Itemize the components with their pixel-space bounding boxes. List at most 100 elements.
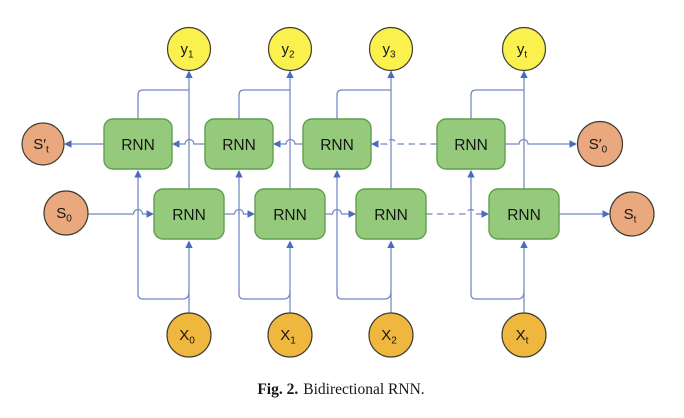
edge-forward-cell3-to-y3 — [387, 70, 395, 189]
input-node-x1 — [267, 312, 313, 358]
figure-caption: Fig. 2. Bidirectional RNN. — [257, 381, 424, 398]
arrowhead-up-icon — [235, 170, 243, 178]
edge-forward-cell3-to-cell4-dashed — [426, 208, 489, 218]
input-node-x2 — [368, 312, 414, 358]
state-node-s0 — [43, 190, 89, 236]
arrowhead-right-icon — [481, 210, 489, 218]
forward-rnn-label-3: RNN — [374, 207, 408, 224]
edge-backward-cell1-to-s-prime-t — [64, 140, 104, 148]
state-node-s-prime-0 — [576, 120, 624, 168]
input-node-x0 — [166, 312, 212, 358]
forward-rnn-cell-3 — [355, 188, 427, 240]
input-label-x2: X2 — [381, 327, 397, 347]
arrowhead-up-icon — [387, 240, 395, 248]
edge-line — [137, 177, 190, 300]
forward-rnn-cell-4 — [488, 188, 560, 240]
arrowhead-right-icon — [247, 210, 255, 218]
arrowhead-left-icon — [172, 140, 180, 148]
edge-backward-cell4-to-s-prime-0 — [505, 138, 577, 148]
edge-line — [505, 138, 570, 145]
edge-line — [179, 138, 205, 145]
caption-label: Fig. 2. — [257, 381, 298, 398]
edge-s0-to-forward-cell1 — [88, 208, 154, 218]
state-label-s-prime-t: S′t — [33, 136, 49, 156]
edge-forward-cell4-to-yt — [520, 70, 528, 189]
edge-forward-cell4-to-st — [559, 210, 610, 218]
arrowhead-right-icon — [569, 140, 577, 148]
input-label-x0: X0 — [179, 327, 195, 347]
state-label-s0: S0 — [56, 205, 72, 225]
edge-backward-cell4-to-yt-elbow — [470, 89, 524, 119]
output-label-y2: y2 — [281, 41, 295, 61]
backward-rnn-cell-2 — [204, 118, 274, 170]
backward-rnn-label-2: RNN — [222, 137, 256, 154]
backward-rnn-cell-3 — [302, 118, 372, 170]
edge-x1-to-forward-cell2 — [286, 240, 294, 313]
backward-rnn-label-3: RNN — [320, 137, 354, 154]
edge-x2-to-forward-cell3 — [387, 240, 395, 313]
input-label-xt: Xt — [516, 327, 529, 347]
edge-line-dashed — [378, 138, 437, 145]
edge-x0-to-forward-cell1 — [185, 240, 193, 313]
arrowhead-up-icon — [185, 240, 193, 248]
edge-xt-to-forward-cell4 — [520, 240, 528, 313]
edge-backward-cell2-to-y2-elbow — [238, 89, 290, 119]
arrowhead-left-icon — [273, 140, 281, 148]
forward-rnn-cell-2 — [254, 188, 326, 240]
arrowhead-up-icon — [520, 240, 528, 248]
input-node-xt — [501, 312, 547, 358]
state-label-s-prime-0: S′0 — [589, 136, 608, 156]
state-nodes: S′t S0 S′0 St — [21, 120, 655, 237]
output-node-yt — [501, 26, 547, 72]
arrowhead-right-icon — [146, 210, 154, 218]
arrowhead-up-icon — [185, 70, 193, 78]
connections — [64, 70, 610, 313]
output-label-yt: yt — [517, 41, 528, 61]
edge-xt-to-backward-cell4 — [467, 170, 525, 300]
edge-line — [224, 208, 248, 215]
edge-line — [280, 138, 303, 145]
edge-line-dashed — [426, 208, 482, 215]
edge-forward-cell1-to-y1 — [185, 70, 193, 189]
arrowhead-up-icon — [520, 70, 528, 78]
output-nodes: y1 y2 y3 yt — [166, 26, 547, 72]
edge-x0-to-backward-cell1 — [134, 170, 190, 300]
edge-forward-cell2-to-y2 — [286, 70, 294, 189]
arrowhead-right-icon — [602, 210, 610, 218]
edge-backward-cell3-to-y3-elbow — [336, 89, 391, 119]
edge-backward-cell3-to-cell2 — [273, 138, 303, 148]
forward-rnn-label-2: RNN — [273, 207, 307, 224]
output-label-y3: y3 — [382, 41, 396, 61]
edge-x1-to-backward-cell2 — [235, 170, 291, 300]
backward-rnn-cell-1 — [103, 118, 173, 170]
edge-line — [470, 177, 525, 300]
state-node-st — [609, 191, 655, 237]
forward-rnn-label-4: RNN — [507, 207, 541, 224]
backward-rnn-label-1: RNN — [121, 137, 155, 154]
input-label-x1: X1 — [280, 327, 296, 347]
backward-layer: RNN RNN RNN RNN — [103, 118, 506, 170]
state-label-st: St — [624, 206, 637, 226]
arrowhead-right-icon — [348, 210, 356, 218]
edge-forward-cell2-to-cell3 — [325, 208, 356, 218]
input-nodes: X0 X1 X2 Xt — [166, 312, 547, 358]
output-label-y1: y1 — [180, 41, 194, 61]
forward-rnn-cell-1 — [153, 188, 225, 240]
edge-line — [336, 177, 392, 300]
edge-line — [238, 177, 291, 300]
caption-text: Bidirectional RNN. — [303, 381, 424, 398]
arrowhead-up-icon — [134, 170, 142, 178]
edge-backward-cell1-to-y1-elbow — [137, 89, 189, 119]
output-node-y3 — [368, 26, 414, 72]
output-node-y1 — [166, 26, 212, 72]
arrowhead-up-icon — [333, 170, 341, 178]
arrowhead-left-icon — [371, 140, 379, 148]
arrowhead-up-icon — [387, 70, 395, 78]
output-node-y2 — [267, 26, 313, 72]
forward-rnn-label-1: RNN — [172, 207, 206, 224]
arrowhead-up-icon — [286, 70, 294, 78]
arrowhead-up-icon — [467, 170, 475, 178]
state-node-s-prime-t — [21, 122, 65, 166]
